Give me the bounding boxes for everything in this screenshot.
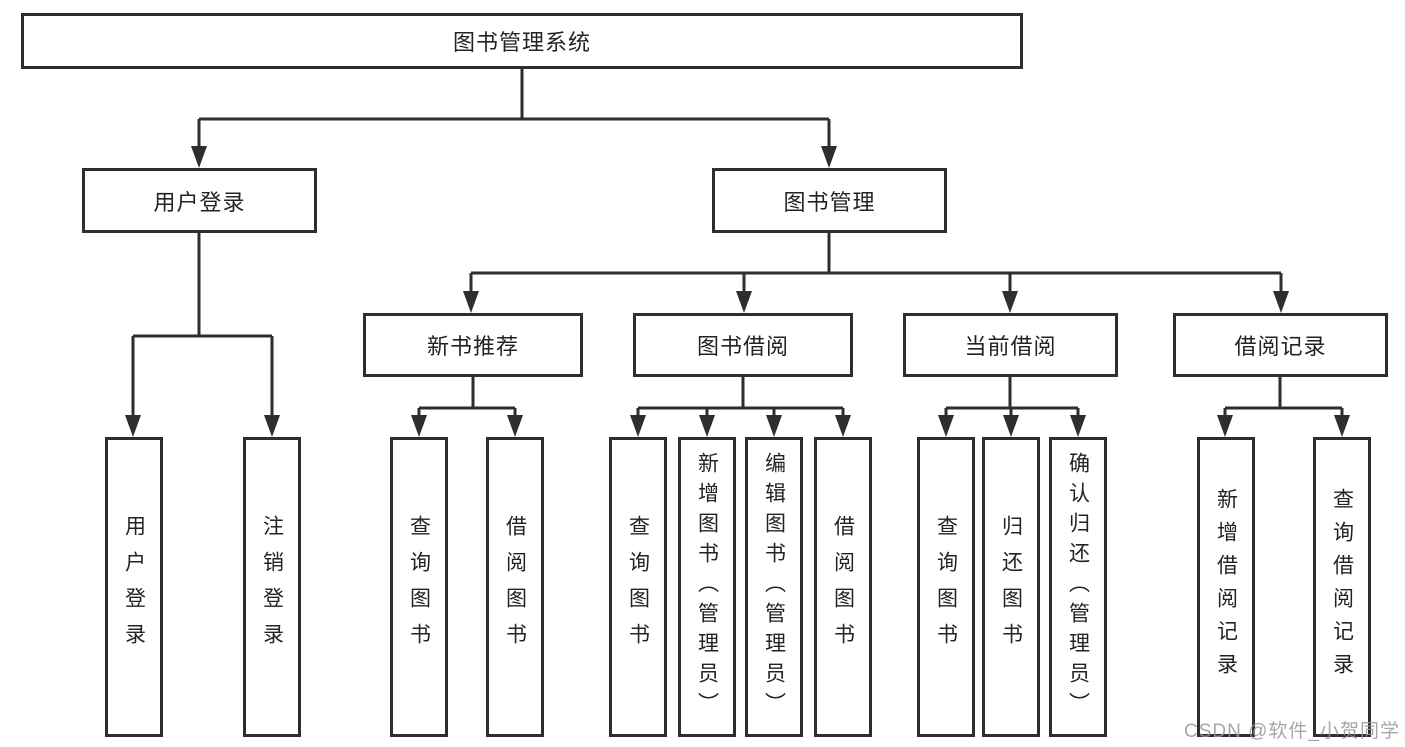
node-current-borrow: 当前借阅 [903, 313, 1118, 377]
leaf-add-borrow-record: 新增借阅记录 [1197, 437, 1255, 737]
node-book-management-label: 图书管理 [783, 189, 876, 215]
leaf-edit-book-admin: 编辑图书（管理员） [745, 437, 803, 737]
leaf-add-borrow-record-label: 新增借阅记录 [1214, 488, 1238, 686]
node-current-borrow-label: 当前借阅 [964, 334, 1057, 359]
node-book-management: 图书管理 [712, 168, 947, 233]
leaf-edit-book-admin-label: 编辑图书（管理员） [762, 452, 786, 722]
node-user-login: 用户登录 [82, 168, 317, 233]
leaf-query-book-borrow-label: 查询图书 [626, 515, 650, 659]
node-borrow-records-label: 借阅记录 [1234, 334, 1327, 359]
leaf-query-book-current-label: 查询图书 [934, 515, 958, 659]
leaf-return-book-label: 归还图书 [999, 515, 1023, 659]
leaf-borrow-book: 借阅图书 [814, 437, 872, 737]
arrowheads [125, 146, 1350, 437]
node-root-system-label: 图书管理系统 [452, 30, 591, 55]
leaf-query-borrow-record-label: 查询借阅记录 [1330, 488, 1354, 686]
leaf-confirm-return-admin: 确认归还（管理员） [1049, 437, 1107, 737]
leaf-add-book-admin-label: 新增图书（管理员） [695, 452, 719, 722]
leaf-query-book-borrow: 查询图书 [609, 437, 667, 737]
leaf-confirm-return-admin-label: 确认归还（管理员） [1066, 452, 1090, 722]
node-borrow-records: 借阅记录 [1173, 313, 1388, 377]
node-root-system: 图书管理系统 [21, 13, 1023, 69]
node-book-borrow-label: 图书借阅 [696, 334, 789, 359]
leaf-logout: 注销登录 [243, 437, 301, 737]
node-new-book-recommend-label: 新书推荐 [426, 334, 519, 359]
node-book-borrow: 图书借阅 [633, 313, 853, 377]
leaf-query-book-recommend-label: 查询图书 [407, 515, 431, 659]
leaf-logout-label: 注销登录 [260, 515, 284, 659]
node-user-login-label: 用户登录 [153, 189, 246, 215]
leaf-query-book-current: 查询图书 [917, 437, 975, 737]
leaf-borrow-book-recommend-label: 借阅图书 [503, 515, 527, 659]
leaf-user-login: 用户登录 [105, 437, 163, 737]
leaf-add-book-admin: 新增图书（管理员） [678, 437, 736, 737]
leaf-query-borrow-record: 查询借阅记录 [1313, 437, 1371, 737]
connector-paths [131, 67, 1344, 423]
leaf-return-book: 归还图书 [982, 437, 1040, 737]
node-new-book-recommend: 新书推荐 [363, 313, 583, 377]
leaf-query-book-recommend: 查询图书 [390, 437, 448, 737]
leaf-user-login-label: 用户登录 [122, 515, 146, 659]
leaf-borrow-book-label: 借阅图书 [831, 515, 855, 659]
csdn-watermark: CSDN @软件_小贺同学 [1184, 721, 1400, 742]
leaf-borrow-book-recommend: 借阅图书 [486, 437, 544, 737]
